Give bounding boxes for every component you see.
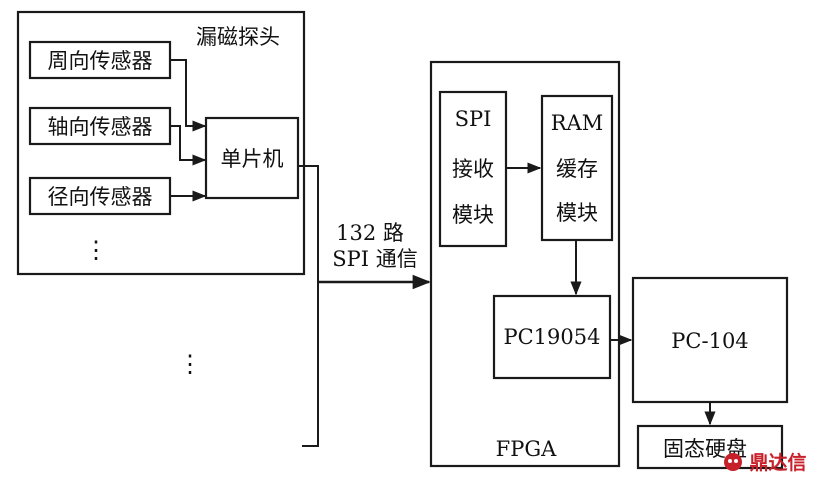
- sensor-radial-label: 径向传感器: [48, 185, 153, 209]
- spi-receive-line3: 模块: [452, 203, 494, 227]
- mcu-box: [204, 116, 300, 200]
- link-label-protocol: SPI 通信: [332, 247, 418, 271]
- spi-receive-line2: 接收: [452, 157, 494, 181]
- sensor-circumferential-box: [28, 40, 172, 80]
- sensor-ellipsis: ⋮: [84, 236, 108, 264]
- ssd-box: [636, 424, 784, 470]
- watermark-logo: 鼎达信: [724, 451, 807, 474]
- fpga-title: FPGA: [496, 437, 557, 461]
- pc19054-label: PC19054: [503, 325, 600, 349]
- pc104-label: PC-104: [671, 329, 748, 353]
- link-label-channels: 132 路: [336, 221, 404, 245]
- ram-cache-line3: 模块: [556, 201, 598, 225]
- spi-receive-line1: SPI: [455, 107, 492, 131]
- outside-ellipsis: ⋮: [178, 350, 202, 378]
- pc104-box: [631, 276, 789, 404]
- spi-receive-module-box: [438, 90, 508, 248]
- pc19054-box: [492, 294, 612, 380]
- ram-cache-module-box: [540, 94, 614, 242]
- ram-cache-line1: RAM: [551, 111, 603, 135]
- watermark-icon: [724, 453, 742, 471]
- connector-axial-to-mcu: [170, 125, 207, 166]
- connector-mcu-to-bus: [298, 165, 319, 282]
- sensor-axial-label: 轴向传感器: [48, 115, 153, 139]
- mcu-label: 单片机: [221, 147, 284, 171]
- sensor-axial-box: [28, 106, 172, 146]
- sensor-circumferential-label: 周向传感器: [48, 49, 153, 73]
- probe-title: 漏磁探头: [196, 25, 280, 49]
- watermark-text: 鼎达信: [749, 451, 806, 474]
- ram-cache-line2: 缓存: [556, 157, 598, 181]
- bus-vertical-line: [302, 282, 319, 447]
- connector-circumferential-to-mcu: [170, 59, 207, 132]
